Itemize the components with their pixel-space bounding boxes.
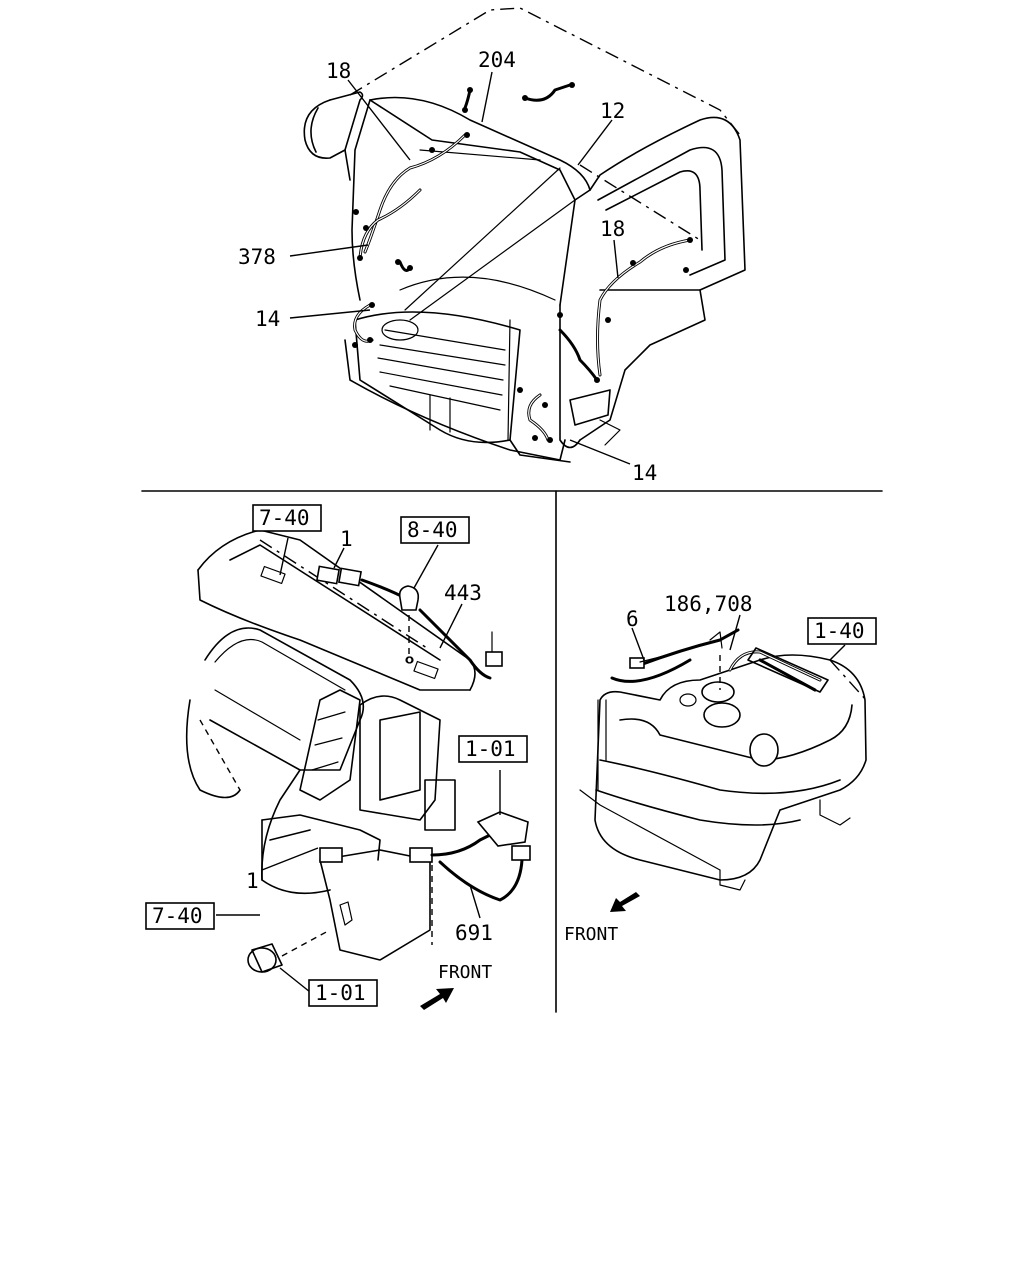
front-label-tank: FRONT	[564, 924, 618, 945]
callout-14-left: 14	[255, 307, 280, 331]
ref-1-01-right: 1-01	[465, 737, 516, 761]
ref-1-01-bottom: 1-01	[315, 981, 366, 1005]
front-arrow-tank-icon	[610, 892, 640, 912]
ref-1-40: 1-40	[814, 619, 865, 643]
callout-186-708: 186,708	[664, 592, 753, 616]
fuel-tank-illustration: 6 186,708 1-40 FRONT	[564, 592, 877, 945]
callout-691: 691	[455, 921, 493, 945]
callout-1-bottom: 1	[246, 869, 259, 893]
dashboard-illustration: 7-40 1 8-40 443 1-01 1 7-40 691 1-01 FRO…	[145, 504, 531, 1010]
front-arrow-dash-icon	[420, 988, 454, 1010]
cab-illustration: 18 204 12 378 18 14 14	[238, 7, 746, 485]
callout-378: 378	[238, 245, 276, 269]
callout-14-bottom: 14	[632, 461, 657, 485]
callout-204: 204	[478, 48, 516, 72]
callout-12: 12	[600, 99, 625, 123]
callout-443: 443	[444, 581, 482, 605]
ref-8-40: 8-40	[407, 518, 458, 542]
front-label-dash: FRONT	[438, 962, 492, 983]
callout-6: 6	[626, 607, 639, 631]
ref-7-40-top: 7-40	[259, 506, 310, 530]
callout-18-right: 18	[600, 217, 625, 241]
callout-18-upper-left: 18	[326, 59, 351, 83]
callout-1-top: 1	[340, 527, 353, 551]
ref-7-40-bottom: 7-40	[152, 904, 203, 928]
